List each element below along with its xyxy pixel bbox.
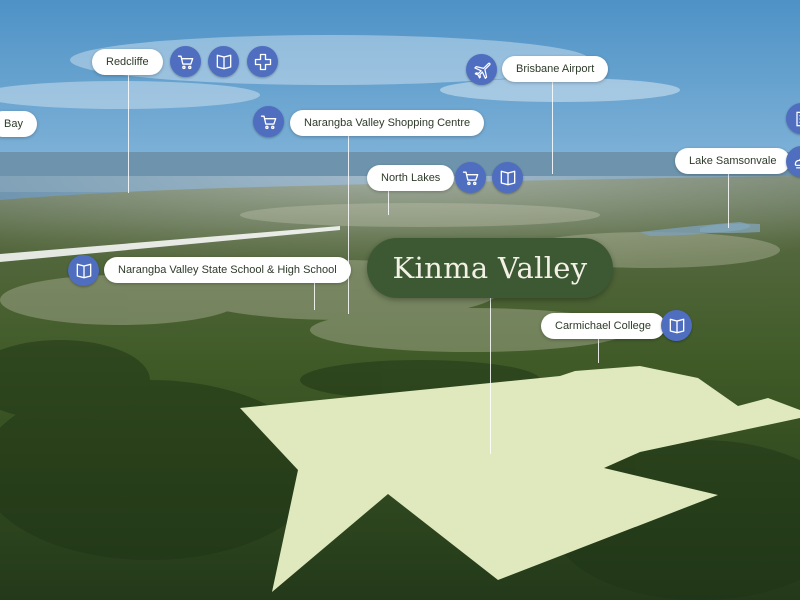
- label-redcliffe[interactable]: Redcliffe: [92, 49, 163, 75]
- medical-cross-icon[interactable]: [247, 46, 278, 77]
- kinma-valley-label[interactable]: Kinma Valley: [367, 238, 613, 298]
- label-carmichael[interactable]: Carmichael College: [541, 313, 665, 339]
- school-book-icon[interactable]: [492, 162, 523, 193]
- label-brisbane-airport[interactable]: Brisbane Airport: [502, 56, 609, 82]
- leader-north-lakes: [388, 191, 389, 215]
- label-north-lakes[interactable]: North Lakes: [367, 165, 455, 191]
- label-narangba-school[interactable]: Narangba Valley State School & High Scho…: [104, 257, 351, 283]
- leader-narangba-shopping: [348, 136, 349, 314]
- label-bay[interactable]: Bay: [0, 111, 37, 137]
- label-narangba-shopping[interactable]: Narangba Valley Shopping Centre: [290, 110, 485, 136]
- school-book-icon[interactable]: [68, 255, 99, 286]
- leader-narangba-school: [314, 283, 315, 310]
- leader-carmichael: [598, 339, 599, 363]
- leader-kinma-valley: [490, 298, 491, 454]
- leader-brisbane-airport: [552, 82, 553, 174]
- school-book-icon[interactable]: [208, 46, 239, 77]
- lake-icon[interactable]: [786, 146, 800, 177]
- label-lake-samsonvale[interactable]: Lake Samsonvale: [675, 148, 791, 174]
- leader-redcliffe: [128, 75, 129, 193]
- school-book-icon[interactable]: [661, 310, 692, 341]
- leader-lake-samsonvale: [728, 174, 729, 228]
- shopping-cart-icon[interactable]: [455, 162, 486, 193]
- shopping-cart-icon[interactable]: [253, 106, 284, 137]
- airplane-icon[interactable]: [466, 54, 497, 85]
- shopping-cart-icon[interactable]: [170, 46, 201, 77]
- kinma-valley-site-area: [240, 366, 800, 592]
